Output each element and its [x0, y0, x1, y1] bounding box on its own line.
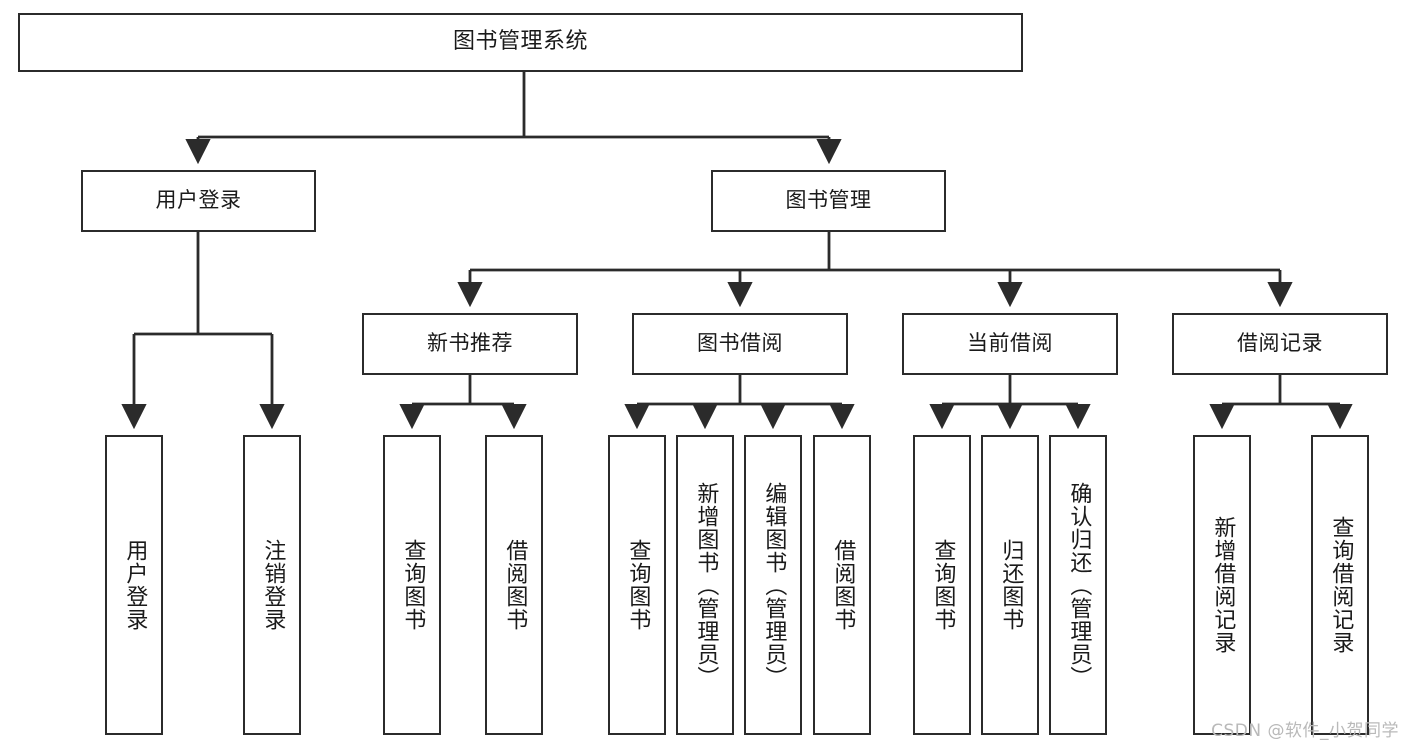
leaf-borrow-book-3-label: 编辑图书（管理员） [761, 481, 787, 689]
leaf-new-book-2-label: 借阅图书 [502, 539, 528, 631]
leaf-borrow-book-2-label: 新增图书（管理员） [693, 481, 719, 689]
node-user-login-label: 用户登录 [155, 188, 242, 213]
leaf-user-login-2-label: 注销登录 [260, 539, 286, 631]
node-current-borrow-label: 当前借阅 [967, 331, 1053, 356]
leaf-current-borrow-2[interactable]: 归还图书 [981, 435, 1039, 735]
node-new-book-recommend[interactable]: 新书推荐 [362, 313, 578, 375]
leaf-current-borrow-1[interactable]: 查询图书 [913, 435, 971, 735]
node-new-book-recommend-label: 新书推荐 [427, 331, 513, 356]
leaf-current-borrow-2-label: 归还图书 [998, 539, 1024, 631]
leaf-borrow-record-2-label: 查询借阅记录 [1328, 516, 1354, 654]
leaf-borrow-book-4[interactable]: 借阅图书 [813, 435, 871, 735]
leaf-new-book-2[interactable]: 借阅图书 [485, 435, 543, 735]
leaf-borrow-book-3[interactable]: 编辑图书（管理员） [744, 435, 802, 735]
node-root-label: 图书管理系统 [452, 29, 588, 55]
leaf-new-book-1-label: 查询图书 [400, 539, 426, 631]
node-borrow-record[interactable]: 借阅记录 [1172, 313, 1388, 375]
leaf-user-login-1-label: 用户登录 [122, 539, 148, 631]
node-book-management-label: 图书管理 [785, 188, 872, 213]
leaf-current-borrow-3[interactable]: 确认归还（管理员） [1049, 435, 1107, 735]
leaf-user-login-2[interactable]: 注销登录 [243, 435, 301, 735]
node-user-login[interactable]: 用户登录 [81, 170, 316, 232]
node-borrow-record-label: 借阅记录 [1237, 331, 1323, 356]
leaf-borrow-record-1-label: 新增借阅记录 [1210, 516, 1236, 654]
leaf-borrow-book-1[interactable]: 查询图书 [608, 435, 666, 735]
leaf-borrow-record-2[interactable]: 查询借阅记录 [1311, 435, 1369, 735]
node-book-borrow-label: 图书借阅 [697, 331, 783, 356]
leaf-current-borrow-3-label: 确认归还（管理员） [1066, 481, 1092, 689]
leaf-borrow-book-1-label: 查询图书 [625, 539, 651, 631]
leaf-borrow-book-2[interactable]: 新增图书（管理员） [676, 435, 734, 735]
node-root[interactable]: 图书管理系统 [18, 13, 1023, 72]
leaf-borrow-book-4-label: 借阅图书 [830, 539, 856, 631]
leaf-current-borrow-1-label: 查询图书 [930, 539, 956, 631]
node-book-management[interactable]: 图书管理 [711, 170, 946, 232]
node-current-borrow[interactable]: 当前借阅 [902, 313, 1118, 375]
leaf-new-book-1[interactable]: 查询图书 [383, 435, 441, 735]
leaf-borrow-record-1[interactable]: 新增借阅记录 [1193, 435, 1251, 735]
node-book-borrow[interactable]: 图书借阅 [632, 313, 848, 375]
leaf-user-login-1[interactable]: 用户登录 [105, 435, 163, 735]
